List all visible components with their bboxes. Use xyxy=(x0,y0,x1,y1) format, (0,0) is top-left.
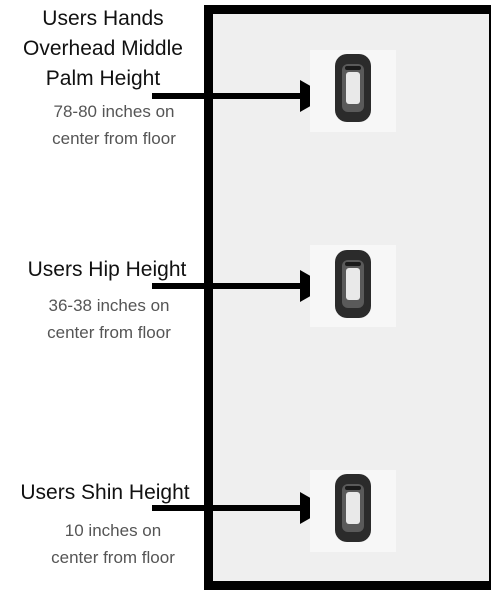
label-shin-sub-2: center from floor xyxy=(18,544,208,571)
door-hook-icon xyxy=(333,472,373,544)
door-hook-icon xyxy=(333,248,373,320)
arrow-right-icon xyxy=(150,488,330,528)
label-overhead-title-1: Users Hands xyxy=(0,4,206,34)
label-hip-sub-2: center from floor xyxy=(16,319,202,346)
label-overhead-sub-2: center from floor xyxy=(22,125,206,152)
label-overhead-title-2: Overhead Middle xyxy=(0,34,206,64)
arrow-right-icon xyxy=(150,76,330,116)
arrow-right-icon xyxy=(150,266,330,306)
door-hook-icon xyxy=(333,52,373,124)
